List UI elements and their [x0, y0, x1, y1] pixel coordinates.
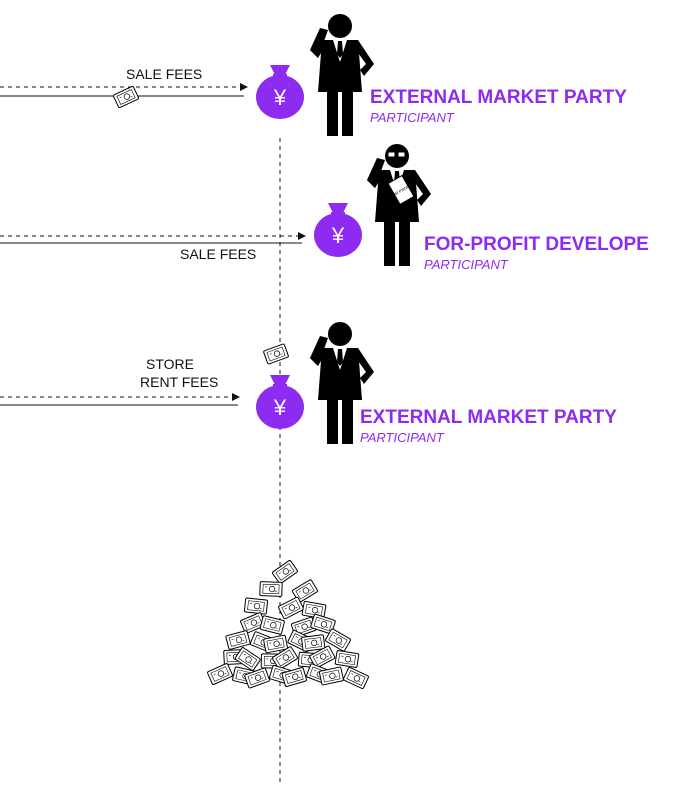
participant-role-1: PARTICIPANT: [370, 110, 454, 125]
pile-banknote-icon: [206, 662, 234, 686]
pile-banknote-icon: [259, 615, 286, 635]
arrowhead-icon-2: [298, 232, 306, 240]
money-pile-icon: [206, 559, 370, 690]
pile-banknote-icon: [259, 581, 283, 597]
fee-label-3-line-2: RENT FEES: [140, 374, 219, 390]
pile-banknote-icon: [225, 629, 251, 651]
pile-banknote-icon: [334, 649, 360, 669]
fee-label-1: SALE FEES: [126, 66, 203, 82]
pile-banknote-icon: [243, 597, 269, 615]
banknote-icon-1: [112, 85, 140, 109]
arrowhead-icon-3: [232, 393, 240, 401]
fee-label-2: SALE FEES: [180, 246, 257, 262]
currency-symbol-1: ¥: [273, 85, 287, 110]
participant-name-2: FOR-PROFIT DEVELOPE: [424, 234, 649, 255]
participant-name-1: EXTERNAL MARKET PARTY: [370, 87, 627, 108]
pile-banknote-icon: [300, 634, 326, 652]
money-bag-icon-1: ¥: [256, 65, 304, 119]
money-bag-icon-3: ¥: [256, 375, 304, 429]
fee-label-3-line-1: STORE: [146, 356, 194, 372]
arrowhead-icon-1: [240, 83, 248, 91]
participant-name-3: EXTERNAL MARKET PARTY: [360, 407, 617, 428]
pile-banknote-icon: [342, 666, 370, 690]
currency-symbol-3: ¥: [273, 395, 287, 420]
money-bag-icon-2: ¥: [314, 203, 362, 257]
businessman-icon-1: [310, 14, 374, 136]
participant-role-3: PARTICIPANT: [360, 430, 444, 445]
developer-businessman-icon: FOR PROFIT: [367, 144, 431, 266]
currency-symbol-2: ¥: [331, 223, 345, 248]
participant-role-2: PARTICIPANT: [424, 257, 508, 272]
pile-banknote-icon: [271, 559, 299, 585]
banknote-icon-3: [262, 343, 290, 365]
